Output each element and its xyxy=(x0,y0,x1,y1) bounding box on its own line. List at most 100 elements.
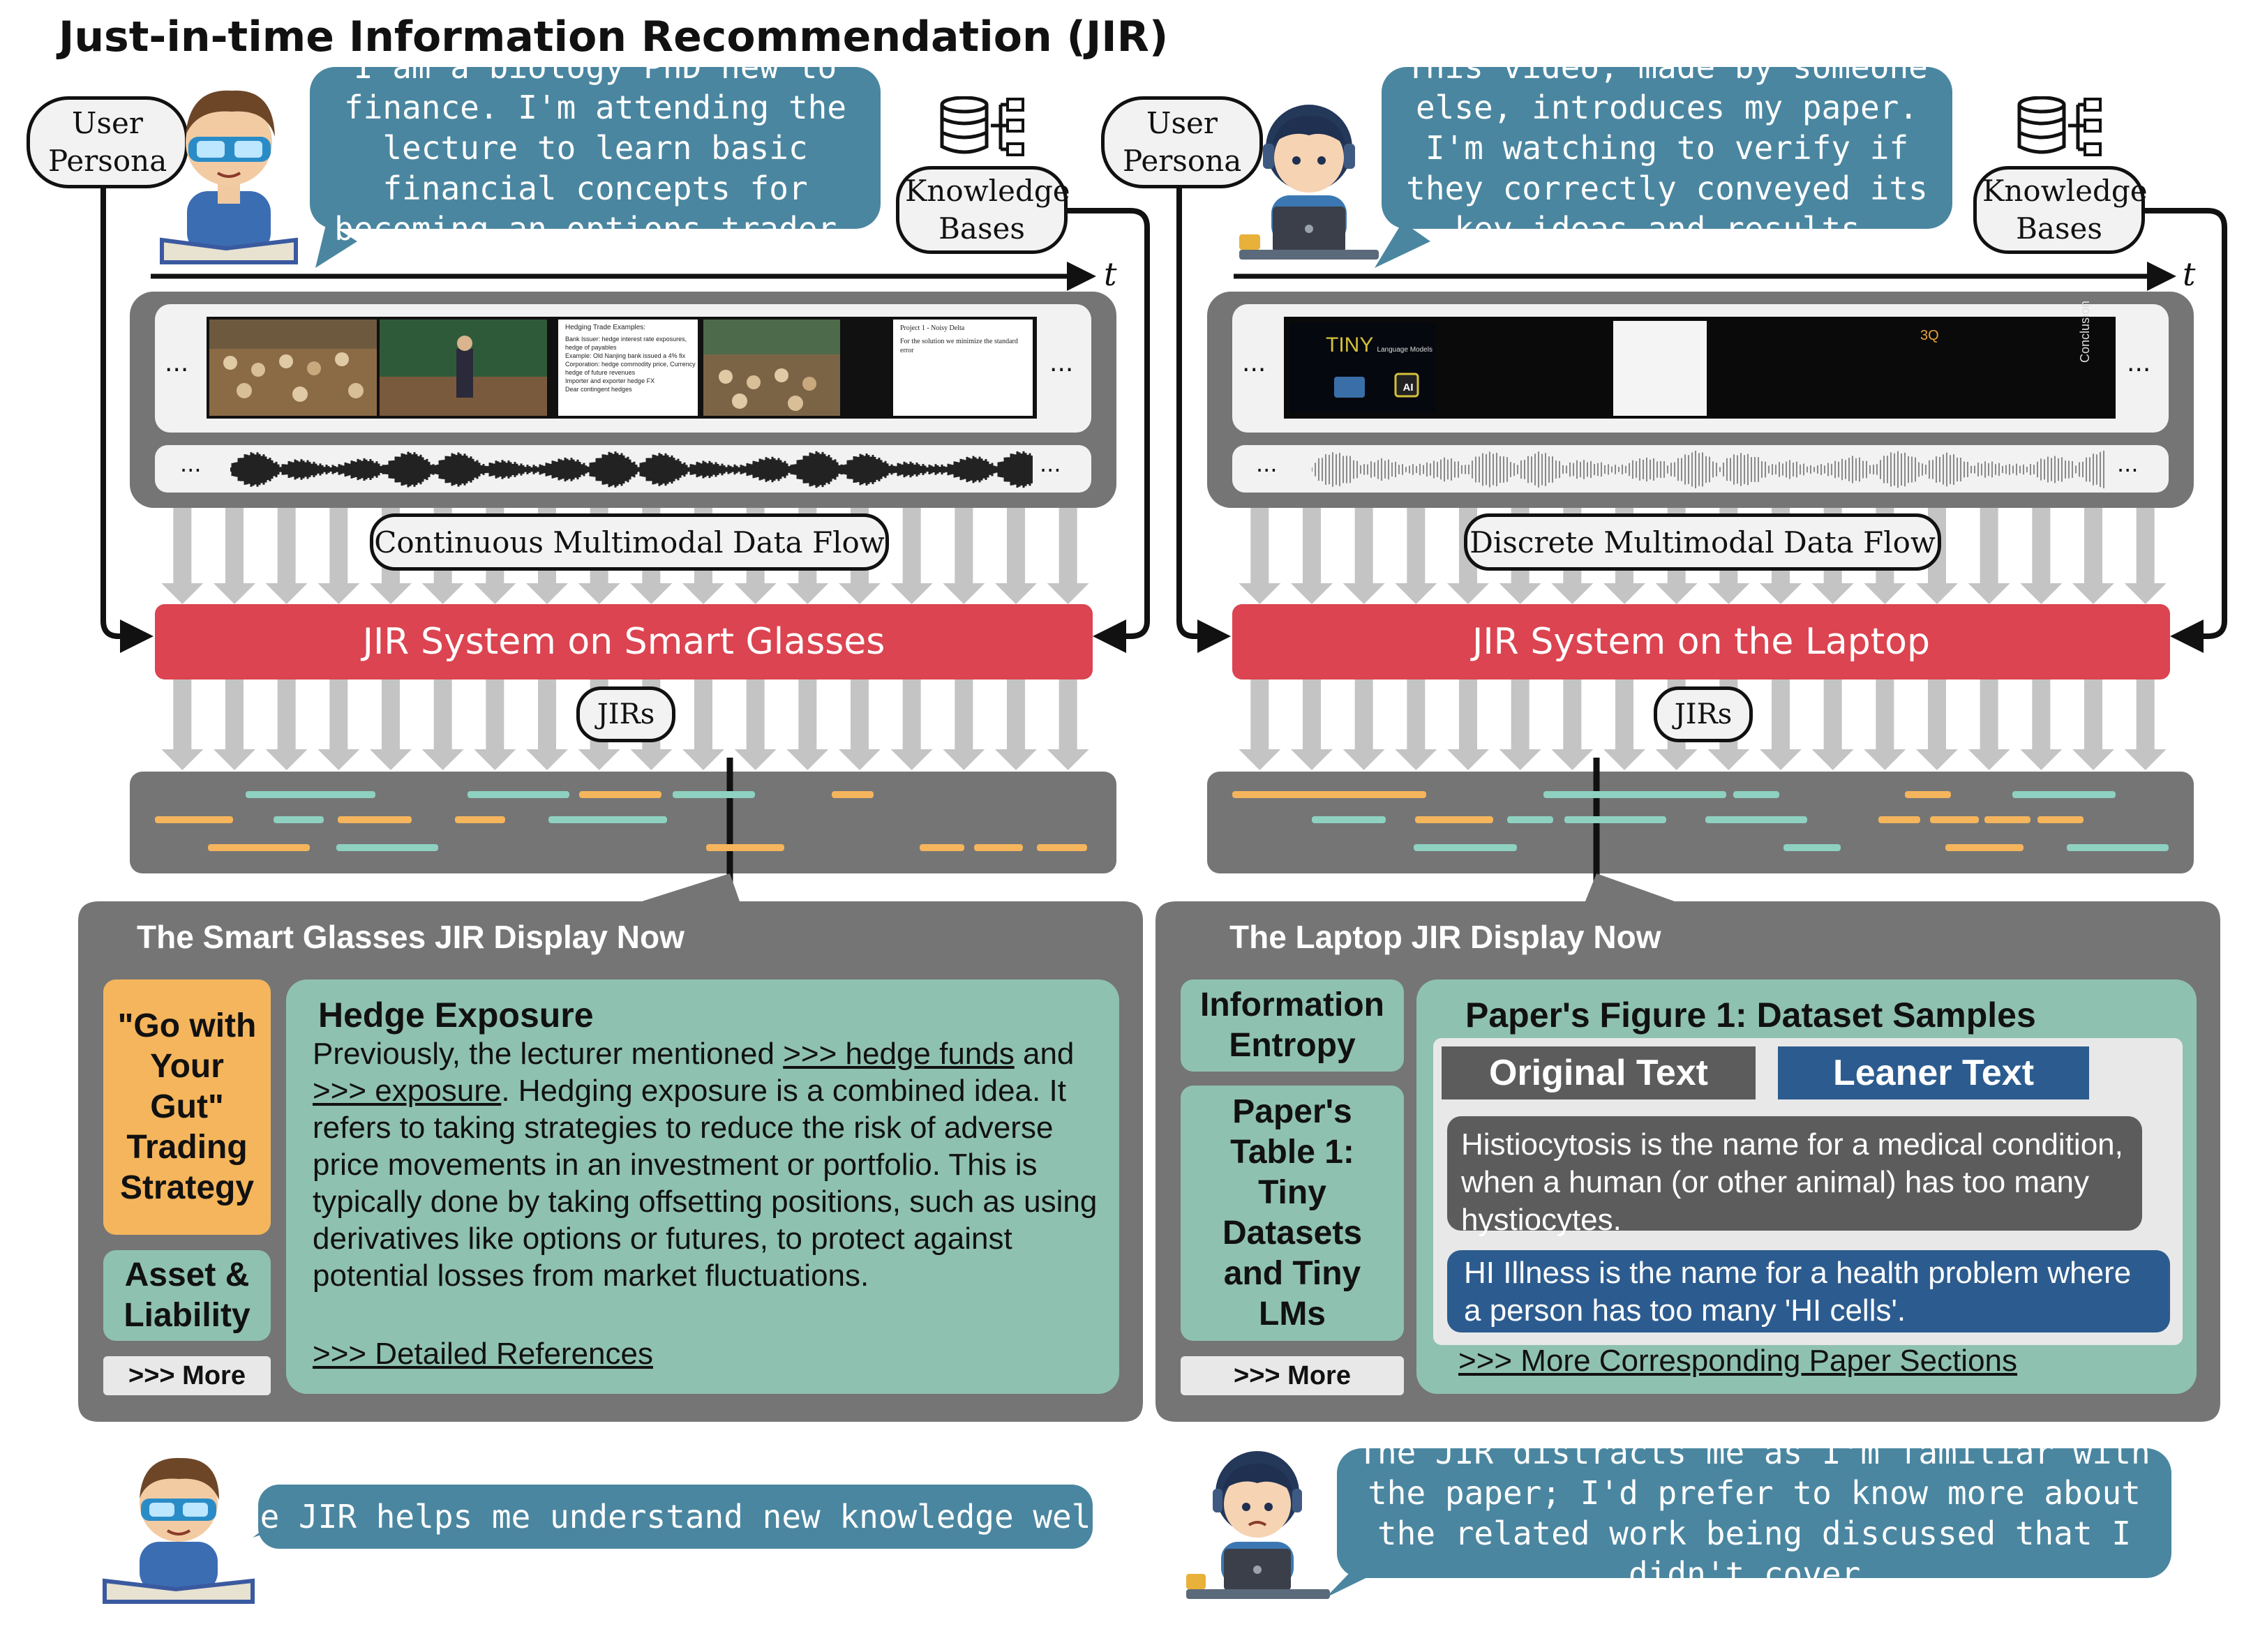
jir-card-dataset-samples: Paper's Figure 1: Dataset Samples Origin… xyxy=(1416,979,2197,1394)
student-avatar-icon xyxy=(148,60,310,269)
flow-arrow xyxy=(734,679,777,770)
jir-timeline-pills-right xyxy=(1207,772,2194,873)
flow-arrow xyxy=(1968,679,2010,770)
kb-to-system-arrow-left xyxy=(1065,208,1150,653)
link-more-paper-sections[interactable]: >>> More Corresponding Paper Sections xyxy=(1458,1344,2018,1378)
flow-arrow xyxy=(1047,679,1089,770)
flow-arrow xyxy=(1916,679,1958,770)
time-label-right: t xyxy=(2183,255,2196,293)
database-icon-right xyxy=(2017,96,2103,156)
link-detailed-references[interactable]: >>> Detailed References xyxy=(313,1337,653,1371)
slide-tiny-language-models: TINY Language Models xyxy=(1326,333,1433,356)
audio-waveform-right xyxy=(1311,450,2107,489)
flow-arrow xyxy=(214,679,255,770)
flow-arrow xyxy=(1447,679,1489,770)
link-exposure[interactable]: >>> exposure xyxy=(313,1074,502,1108)
tag-asset-liability[interactable]: Asset & Liability xyxy=(103,1250,271,1341)
flow-arrow xyxy=(1239,508,1281,604)
persona-speech-bubble-left: I am a biology PhD new to finance. I'm a… xyxy=(310,48,881,248)
display-title-left: The Smart Glasses JIR Display Now xyxy=(137,919,685,955)
display-title-right: The Laptop JIR Display Now xyxy=(1229,919,1661,955)
flow-arrow xyxy=(265,508,308,604)
flow-arrow xyxy=(1395,679,1437,770)
lecture-video-frames xyxy=(207,317,1037,419)
database-icon-left xyxy=(939,96,1026,156)
user-persona-bubble-left: User Persona xyxy=(27,96,188,188)
tag-information-entropy[interactable]: Information Entropy xyxy=(1181,979,1404,1072)
flow-arrow xyxy=(1395,508,1437,604)
original-sample-text: Histiocytosis is the name for a medical … xyxy=(1447,1116,2142,1237)
ellipsis-video-left-end: ... xyxy=(1049,349,1074,377)
flow-arrow xyxy=(370,679,412,770)
more-button-right[interactable]: >>> More xyxy=(1181,1356,1404,1395)
card-title-hedge-exposure: Hedge Exposure xyxy=(318,996,594,1035)
time-label-left: t xyxy=(1104,255,1117,293)
sample-comparison-box: Original Text Leaner Text Histiocytosis … xyxy=(1433,1038,2183,1345)
ellipsis-audio-left-start: ... xyxy=(180,451,202,477)
ellipsis-audio-right-end: ... xyxy=(2117,451,2139,477)
link-hedge-funds[interactable]: >>> hedge funds xyxy=(783,1037,1015,1071)
flow-arrow xyxy=(161,679,204,770)
flow-arrow xyxy=(1864,679,1906,770)
flow-arrow xyxy=(890,508,933,604)
ellipsis-video-right-start: ... xyxy=(1242,349,1266,377)
slide-hedging-trade-examples: Hedging Trade Examples: Bank Issuer: hed… xyxy=(565,324,696,393)
jirs-label-left: JIRs xyxy=(576,686,675,742)
ellipsis-video-right-end: ... xyxy=(2127,349,2151,377)
slide-conclusion-label: Conclusion xyxy=(2078,300,2092,363)
flow-arrow xyxy=(265,679,308,770)
tab-leaner-text[interactable]: Leaner Text xyxy=(1778,1046,2089,1099)
flow-arrow xyxy=(943,679,985,770)
flow-arrow xyxy=(1551,679,1594,770)
flow-arrow xyxy=(1760,679,1802,770)
more-button-left[interactable]: >>> More xyxy=(103,1356,271,1395)
jir-system-bar-right xyxy=(1232,604,2170,679)
persona-to-system-arrow-left xyxy=(100,181,154,653)
student-avatar-feedback-icon xyxy=(98,1444,260,1605)
knowledge-bases-bubble-right: Knowledge Bases xyxy=(1973,166,2148,254)
ellipsis-audio-right-start: ... xyxy=(1256,451,1278,477)
figure-title: Just-in-time Information Recommendation … xyxy=(59,13,1169,61)
flow-arrow xyxy=(474,679,516,770)
flow-arrow xyxy=(1811,679,1854,770)
researcher-avatar-icon xyxy=(1235,95,1383,269)
jir-timeline-pills-left xyxy=(130,772,1116,873)
audio-waveform-left xyxy=(229,451,1033,488)
flow-arrow xyxy=(839,679,881,770)
tag-gut-trading-strategy[interactable]: "Go with Your Gut" Trading Strategy xyxy=(103,979,271,1235)
knowledge-bases-bubble-left: Knowledge Bases xyxy=(896,166,1070,254)
flow-arrow xyxy=(786,679,829,770)
flow-arrow xyxy=(995,679,1037,770)
flow-arrow xyxy=(1342,679,1385,770)
kb-to-system-arrow-right xyxy=(2141,208,2227,653)
jir-system-label-right: JIR System on the Laptop xyxy=(1472,621,1930,663)
flow-arrow xyxy=(2124,508,2167,604)
flow-arrow xyxy=(2124,679,2167,770)
ai-chip-icon: AI xyxy=(1402,382,1414,393)
flow-arrow xyxy=(526,679,568,770)
leaner-sample-text: HI Illness is the name for a health prob… xyxy=(1447,1250,2170,1332)
card-title-dataset-samples: Paper's Figure 1: Dataset Samples xyxy=(1465,996,2036,1035)
jir-system-label-left: JIR System on Smart Glasses xyxy=(362,621,885,663)
paper-video-frames xyxy=(1284,317,2116,419)
flow-arrow xyxy=(1968,508,2010,604)
ellipsis-audio-left-end: ... xyxy=(1040,451,1061,477)
flow-arrow xyxy=(2020,679,2063,770)
tab-original-text[interactable]: Original Text xyxy=(1442,1046,1756,1099)
persona-to-system-arrow-right xyxy=(1176,181,1231,653)
jir-system-bar-left xyxy=(155,604,1093,679)
flow-arrow xyxy=(214,508,255,604)
ellipsis-video-left-start: ... xyxy=(165,349,189,377)
flow-arrow xyxy=(1499,679,1541,770)
flow-arrow xyxy=(1047,508,1089,604)
flow-arrow xyxy=(2020,508,2063,604)
feedback-bubble-left: The JIR helps me understand new knowledg… xyxy=(221,1485,1130,1549)
jir-card-hedge-exposure: Hedge Exposure Previously, the lecturer … xyxy=(286,979,1119,1394)
flow-arrow xyxy=(1291,679,1333,770)
tag-papers-table-1[interactable]: Paper's Table 1: Tiny Datasets and Tiny … xyxy=(1181,1086,1404,1341)
flow-arrow xyxy=(943,508,985,604)
slide-noisy-delta: Project 1 - Noisy Delta For the solution… xyxy=(900,324,1018,354)
flow-arrow xyxy=(995,508,1037,604)
slide-3q-label: 3Q xyxy=(1920,328,1939,343)
user-persona-bubble-right: User Persona xyxy=(1101,96,1263,188)
